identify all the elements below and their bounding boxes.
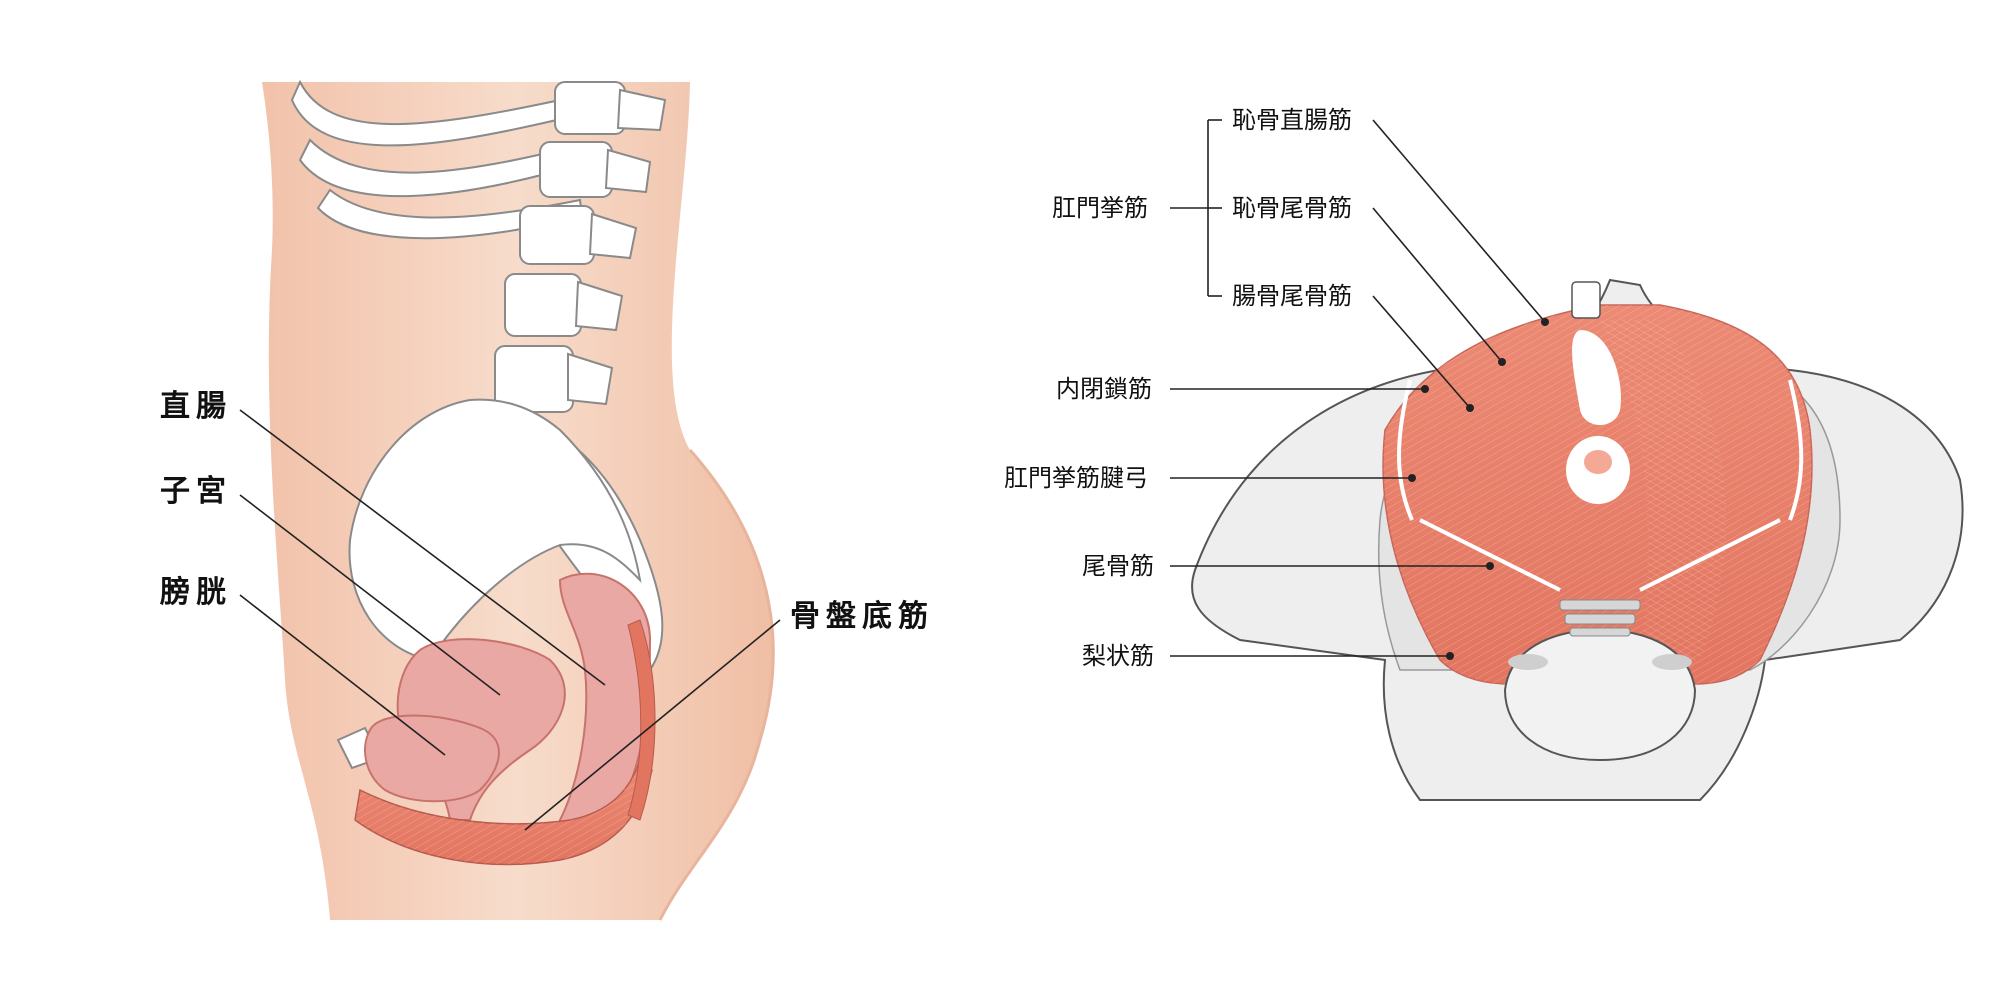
sacrum bbox=[1503, 628, 1697, 762]
label-rectum: 直腸 bbox=[160, 389, 232, 424]
leader-dots bbox=[1408, 318, 1549, 660]
label-puborectalis: 恥骨直腸筋 bbox=[1232, 106, 1352, 134]
sagittal-leader-lines bbox=[239, 409, 781, 831]
label-pubococcygeus: 恥骨尾骨筋 bbox=[1232, 194, 1352, 222]
label-uterus: 子宮 bbox=[160, 474, 232, 509]
label-coccygeus: 尾骨筋 bbox=[1082, 552, 1154, 580]
label-pelvic-floor: 骨盤底筋 bbox=[790, 599, 934, 634]
urethral-opening bbox=[1572, 330, 1621, 425]
pelvic-bone bbox=[348, 398, 642, 662]
label-iliococcygeus: 腸骨尾骨筋 bbox=[1232, 282, 1352, 310]
tendinous-arch-lines bbox=[1397, 379, 1804, 592]
bladder-shape bbox=[364, 714, 500, 803]
label-tendinous-arch: 肛門挙筋腱弓 bbox=[1004, 464, 1148, 492]
label-bladder: 膀胱 bbox=[160, 575, 232, 610]
pubic-symphysis bbox=[1571, 281, 1601, 319]
label-piriformis: 梨状筋 bbox=[1082, 642, 1154, 670]
label-levator-ani: 肛門挙筋 bbox=[1052, 194, 1148, 222]
label-obturator-internus: 内閉鎖筋 bbox=[1056, 375, 1152, 403]
pelvic-leader-lines bbox=[1170, 119, 1546, 657]
pelvic-floor-view bbox=[1170, 119, 1964, 801]
coccyx-segments bbox=[1559, 599, 1641, 637]
abdomen-contour bbox=[658, 449, 775, 921]
sagittal-view bbox=[239, 79, 781, 921]
rectum-wall bbox=[627, 619, 656, 821]
